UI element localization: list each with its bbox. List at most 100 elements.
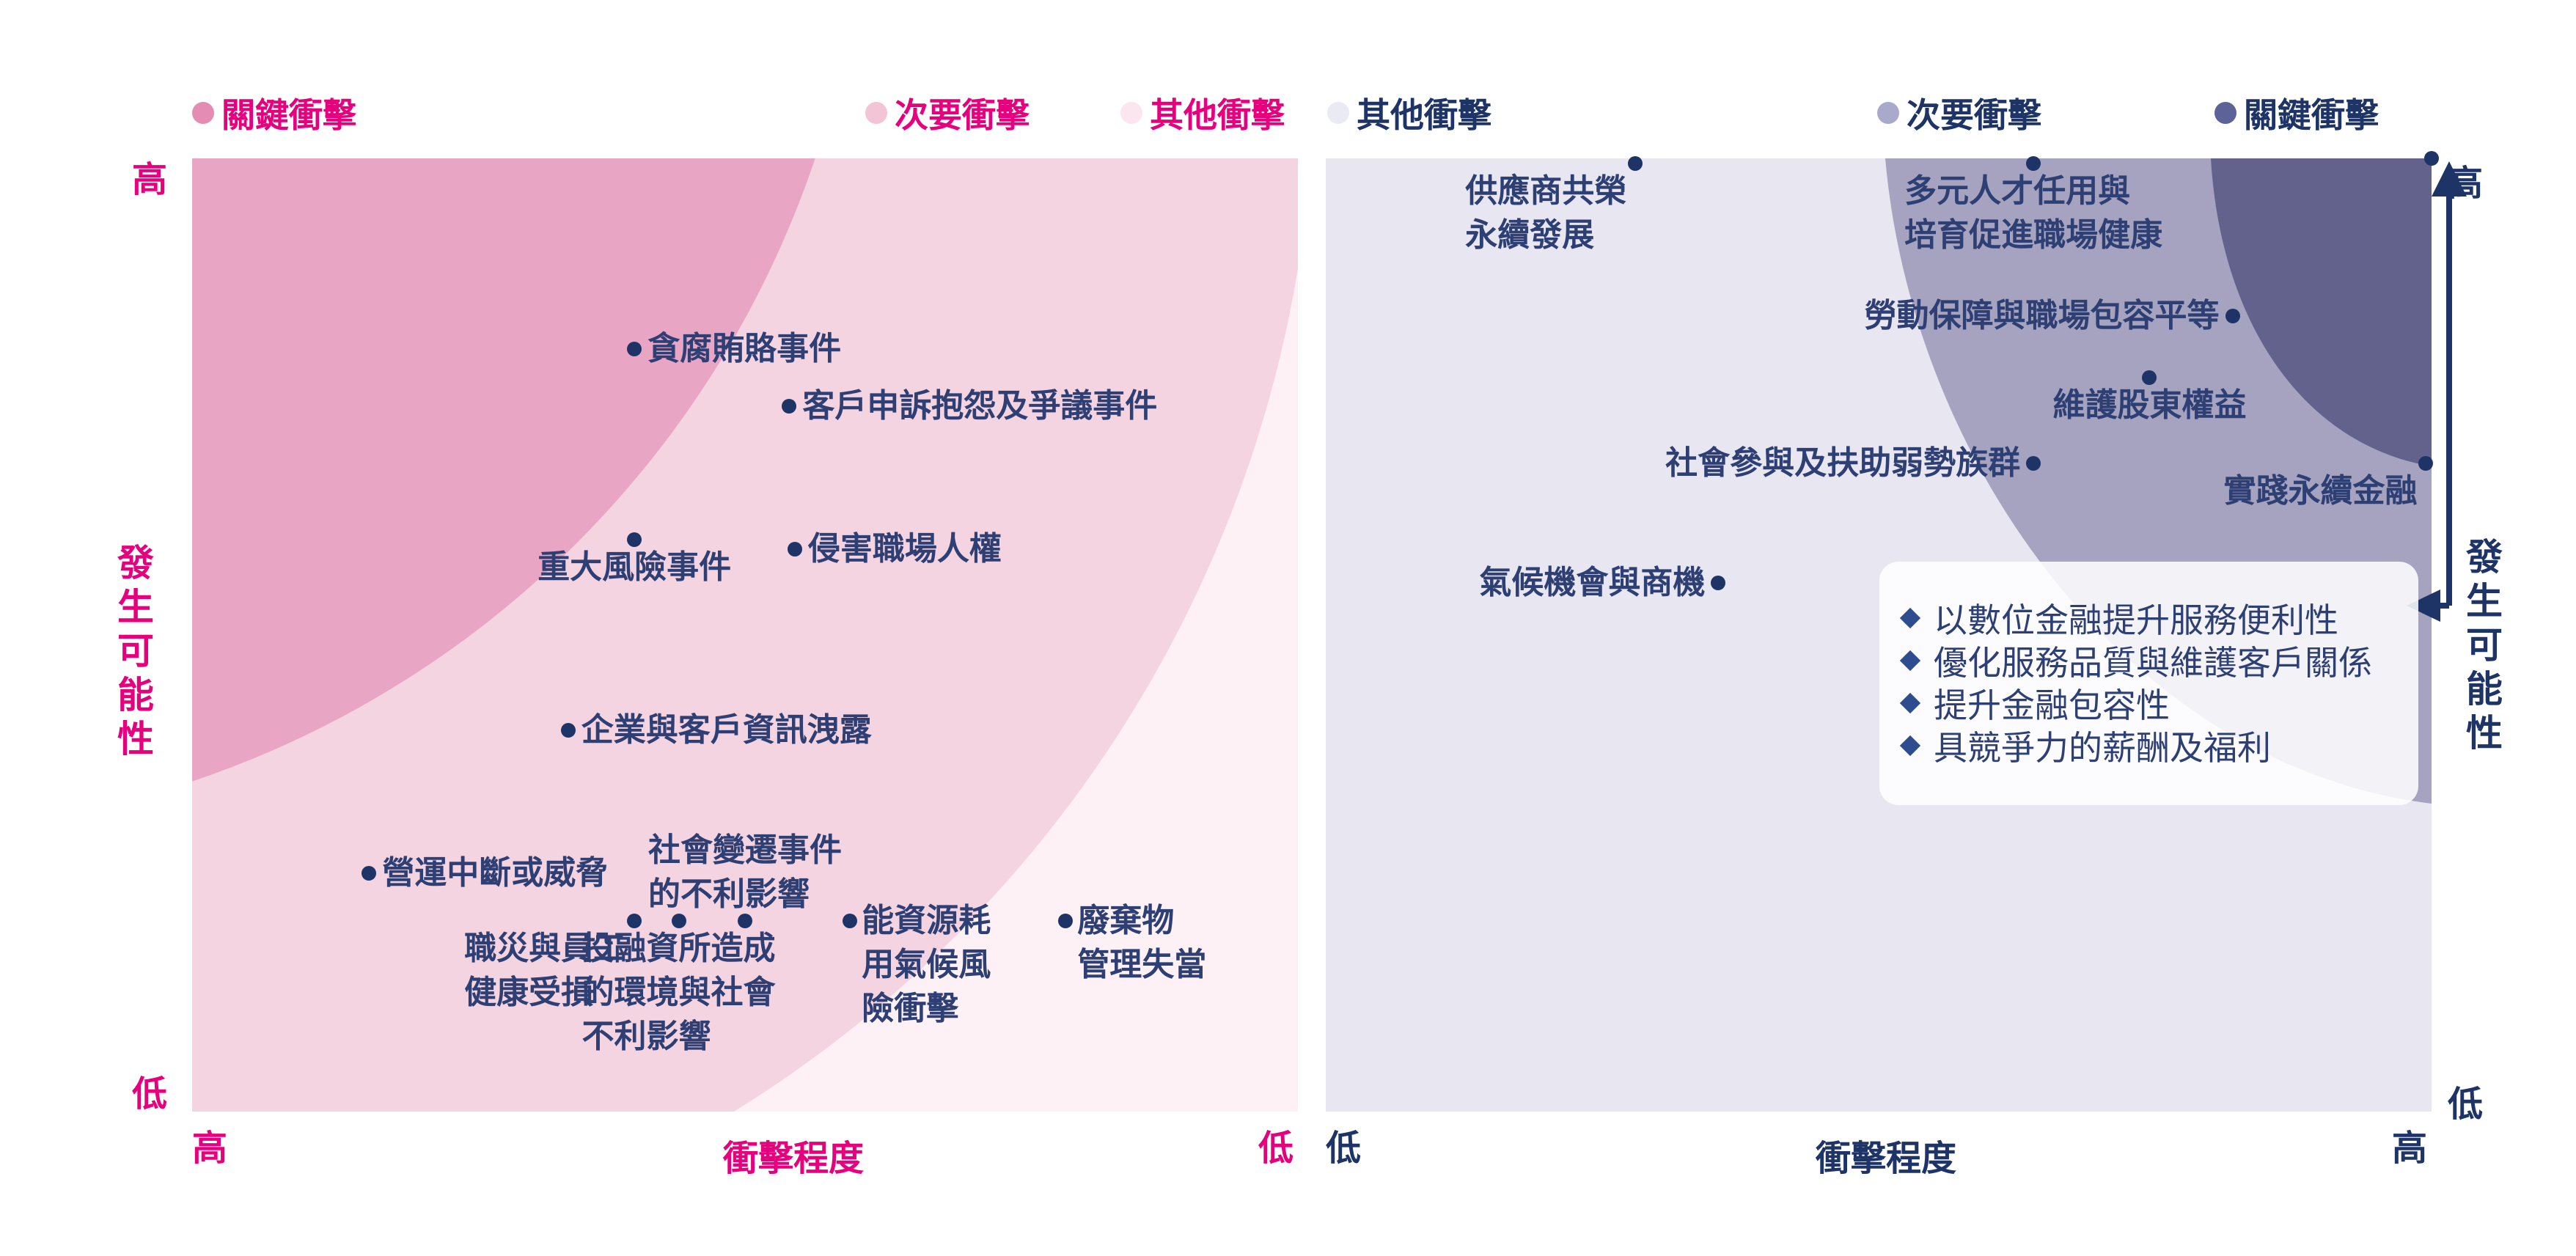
data-point-marker	[2424, 151, 2439, 166]
note-item: 具競爭力的薪酬及福利	[1879, 724, 2418, 768]
data-point-label: 實踐永續金融	[2223, 469, 2417, 513]
data-point-marker	[1058, 914, 1074, 928]
data-point-label-line: 投融資所造成	[581, 930, 776, 967]
data-point-label-line: 客戶申訴抱怨及爭議事件	[802, 387, 1158, 425]
x-axis-label: 衝擊程度	[1816, 1138, 1957, 1179]
data-point-label-line: 的不利影響	[648, 875, 810, 913]
data-point-marker	[2026, 155, 2041, 171]
data-point-marker	[1628, 155, 1643, 171]
legend-swatch	[1327, 102, 1349, 124]
data-point-label: 勞動保障與職場包容平等	[1865, 294, 2220, 338]
note-text: 提升金融包容性	[1934, 686, 2170, 725]
data-point-label: 供應商共榮永續發展	[1465, 169, 1626, 257]
data-point-marker	[671, 914, 686, 928]
data-point-label: 社會變遷事件的不利影響	[648, 829, 842, 917]
data-point-label-line: 實踐永續金融	[2223, 472, 2418, 510]
y-axis-label-text: 發生可能性	[117, 542, 154, 760]
data-point-marker	[738, 914, 752, 928]
data-point-marker	[782, 399, 797, 414]
data-point-marker	[1711, 575, 1726, 590]
x-axis-label: 衝擊程度	[723, 1138, 865, 1179]
legend-item-secondary: 次要衝擊	[1877, 92, 2041, 135]
legend-label: 其他衝擊	[1150, 95, 1285, 135]
data-point-marker	[627, 914, 642, 928]
data-point-label-line: 重大風險事件	[537, 548, 732, 586]
zone-critical	[192, 158, 815, 782]
data-point-label-line: 不利影響	[581, 1018, 711, 1055]
data-point-label-line: 廢棄物	[1077, 902, 1175, 939]
data-point-label-line: 侵害職場人權	[807, 530, 1002, 568]
data-point-marker	[2026, 456, 2041, 471]
data-point-label: 社會參與及扶助弱勢族群	[1665, 441, 2020, 485]
legend-swatch	[865, 102, 887, 124]
x-tick-left: 低	[1326, 1128, 1362, 1169]
legend-label: 其他衝擊	[1357, 95, 1491, 135]
data-point-label-line: 培育促進職場健康	[1904, 216, 2163, 254]
y-axis-label: 發生可能性	[2462, 535, 2506, 755]
data-point-marker	[843, 914, 858, 928]
note-text: 優化服務品質與維護客戶關係	[1934, 643, 2372, 683]
data-point-label-line: 氣候機會與商機	[1479, 563, 1706, 601]
zone-critical	[2211, 158, 2432, 466]
data-point-label: 廢棄物管理失當	[1077, 899, 1206, 987]
data-point-label-line: 營運中斷或威脅	[382, 854, 609, 892]
legend-swatch	[192, 102, 214, 124]
data-point-marker	[2418, 456, 2434, 471]
data-point-label-line: 社會參與及扶助弱勢族群	[1665, 444, 2021, 482]
note-item: 優化服務品質與維護客戶關係	[1879, 639, 2418, 683]
legend-swatch	[2214, 102, 2236, 124]
data-point-marker	[2225, 308, 2240, 323]
note-item: 以數位金融提升服務便利性	[1879, 597, 2418, 640]
diamond-icon	[1899, 692, 1921, 714]
data-point-label: 投融資所造成的環境與社會不利影響	[582, 927, 776, 1059]
data-point-label: 氣候機會與商機	[1479, 561, 1705, 605]
right-plot-area	[1326, 158, 2432, 1112]
diamond-icon	[1899, 607, 1921, 629]
data-point-label-line: 維護股東權益	[2052, 386, 2247, 424]
note-text: 具競爭力的薪酬及福利	[1934, 728, 2271, 768]
data-point-label: 維護股東權益	[2052, 383, 2246, 427]
data-point-label: 多元人才任用與培育促進職場健康	[1904, 169, 2162, 257]
x-tick-left: 高	[192, 1128, 228, 1169]
data-point-label: 重大風險事件	[537, 546, 731, 590]
data-point-label-line: 多元人才任用與	[1904, 172, 2131, 210]
data-point-marker	[362, 866, 377, 881]
diamond-icon	[1899, 735, 1921, 757]
diamond-icon	[1899, 650, 1921, 672]
data-point-label: 客戶申訴抱怨及爭議事件	[802, 384, 1157, 428]
left-plot-area	[192, 158, 1298, 1112]
legend-item-critical: 關鍵衝擊	[192, 92, 356, 135]
legend-item-other: 其他衝擊	[1327, 92, 1491, 135]
data-point-label-line: 企業與客戶資訊洩露	[581, 711, 872, 749]
data-point-label: 企業與客戶資訊洩露	[581, 708, 872, 752]
data-point-marker	[2142, 370, 2157, 385]
notes-box: 以數位金融提升服務便利性 優化服務品質與維護客戶關係 提升金融包容性 具競爭力的…	[1879, 562, 2418, 805]
legend-label: 次要衝擊	[1907, 95, 2041, 135]
data-point-label-line: 健康受損	[464, 974, 594, 1011]
data-point-marker	[627, 342, 642, 356]
y-axis-label-text: 發生可能性	[2466, 536, 2503, 754]
data-point-label: 侵害職場人權	[808, 527, 1002, 571]
data-point-marker	[787, 542, 802, 557]
x-tick-right: 高	[2392, 1128, 2428, 1169]
data-point-label-line: 貪腐賄賂事件	[647, 330, 842, 367]
data-point-marker	[627, 532, 642, 547]
legend-label: 關鍵衝擊	[2244, 95, 2379, 135]
data-point-label: 職災與員工健康受損	[464, 927, 625, 1015]
legend-item-secondary: 次要衝擊	[865, 92, 1030, 135]
data-point-label-line: 供應商共榮	[1465, 172, 1627, 210]
data-point-label: 營運中斷或威脅	[382, 851, 608, 895]
legend-item-critical: 關鍵衝擊	[2214, 92, 2379, 135]
data-point-label-line: 能資源耗	[862, 902, 991, 939]
legend-swatch	[1120, 102, 1142, 124]
legend-swatch	[1877, 102, 1899, 124]
y-tick-top: 高	[2448, 163, 2484, 204]
y-axis-label: 發生可能性	[114, 541, 158, 761]
data-point-label-line: 職災與員工	[464, 930, 626, 967]
y-axis-arrow	[2407, 161, 2467, 622]
data-point-label: 能資源耗用氣候風險衝擊	[862, 899, 991, 1031]
x-tick-right: 低	[1258, 1128, 1294, 1169]
y-tick-bottom: 低	[132, 1073, 168, 1114]
y-tick-top: 高	[132, 159, 168, 200]
data-point-label: 貪腐賄賂事件	[647, 327, 841, 371]
